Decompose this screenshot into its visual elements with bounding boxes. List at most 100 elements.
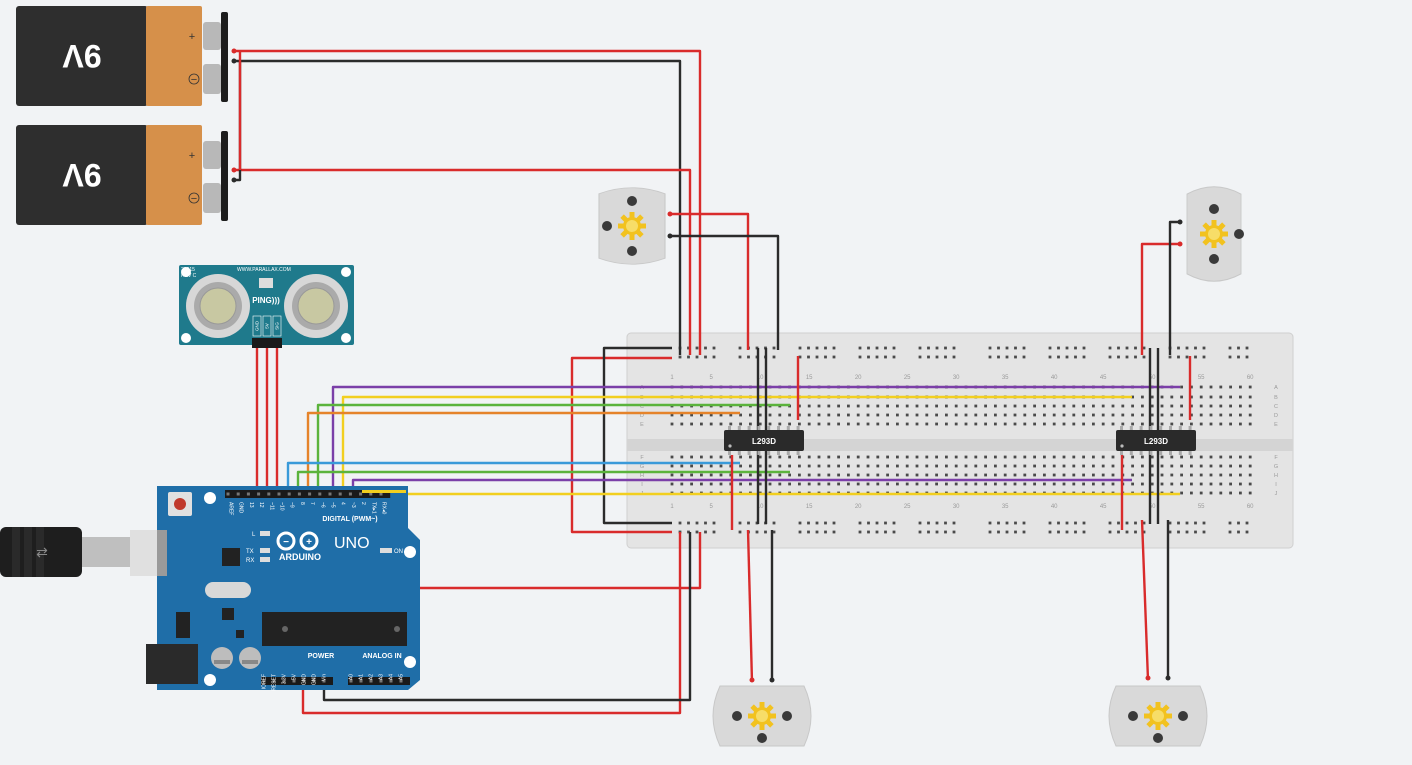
pin-label: ~3	[350, 502, 356, 508]
ultrasonic-sensor[interactable]: 28015 REV C WWW.PARALLAX.COM PING))) GND…	[179, 265, 354, 348]
dc-motor-4[interactable]	[1108, 685, 1208, 747]
pin-label: 8	[299, 502, 305, 505]
column-number: 10	[757, 375, 764, 381]
pin-label: A2	[369, 674, 375, 680]
pin-label: 7	[309, 502, 315, 505]
column-number: 30	[953, 375, 960, 381]
pin-label: 12	[258, 502, 264, 508]
dc-motor-1[interactable]	[598, 187, 666, 265]
on-label: ON	[394, 549, 403, 555]
pin-label: TX▸1	[370, 502, 376, 514]
row-letter: H	[1274, 473, 1278, 479]
dc-motor-3[interactable]	[712, 685, 812, 747]
row-letter: I	[641, 482, 643, 488]
column-number: 15	[806, 504, 813, 510]
wire-motor2-red[interactable]	[746, 529, 754, 683]
pin-label: AREF	[228, 502, 234, 515]
battery-9v-2[interactable]: 9V + −	[16, 125, 228, 225]
wire-arduino-gnd[interactable]	[322, 532, 692, 702]
gear-icon	[618, 212, 646, 240]
row-letter: I	[1275, 482, 1277, 488]
wire-rail-red-loop[interactable]	[570, 356, 672, 534]
column-number: 20	[855, 375, 862, 381]
wire-orange-top[interactable]	[306, 411, 740, 495]
pin-label: Vin	[322, 674, 328, 681]
column-number: 30	[953, 504, 960, 510]
usb-icon: ⇄	[36, 544, 48, 560]
pin-label: A1	[359, 674, 365, 680]
wire-battery2-positive[interactable]	[232, 168, 692, 355]
column-number: 35	[1002, 375, 1009, 381]
wire-purple-top[interactable]	[331, 385, 1180, 495]
row-letter: E	[1274, 422, 1278, 428]
row-letter: J	[1275, 491, 1278, 497]
row-letter: D	[1274, 413, 1278, 419]
row-letter: C	[640, 404, 644, 410]
analog-label: ANALOG IN	[362, 653, 401, 660]
battery-terminals	[231, 48, 237, 183]
column-number: 5	[710, 375, 714, 381]
row-letter: F	[640, 455, 644, 461]
pin-label: ~10	[279, 502, 285, 511]
pin-label: RESET	[272, 674, 278, 691]
wire-motor3-black[interactable]	[1168, 220, 1180, 355]
column-number: 60	[1247, 375, 1254, 381]
column-number: 40	[1051, 375, 1058, 381]
battery-minus-label: −	[191, 74, 197, 86]
pin-label: 3.3V	[282, 673, 288, 684]
pin-label: ~6	[319, 502, 325, 508]
wire-rail-black-loop[interactable]	[602, 346, 672, 525]
wire-battery1-positive[interactable]	[232, 49, 702, 355]
battery-9v-1[interactable]: 9V + −	[16, 6, 228, 106]
battery-minus-label: −	[191, 193, 197, 205]
column-number: 25	[904, 504, 911, 510]
pin-label: GND	[312, 674, 318, 686]
chip-label: L293D	[752, 437, 776, 446]
wire-yellow-bottom[interactable]	[361, 492, 1180, 496]
wire-battery1-negative[interactable]	[232, 59, 682, 355]
dc-motor-2[interactable]	[1186, 186, 1244, 282]
arduino-model: UNO	[334, 535, 370, 552]
battery-label: 9V	[62, 157, 102, 193]
sensor-model: 28015	[181, 267, 195, 273]
pin-label: ~11	[268, 502, 274, 510]
chip-label: L293D	[1144, 437, 1168, 446]
wire-green-top[interactable]	[316, 403, 790, 495]
pin-label: A4	[389, 674, 395, 680]
motor-terminals	[667, 211, 1183, 683]
sensor-pin-label: 5V	[265, 323, 270, 329]
sensor-pin-label: SIG	[275, 322, 280, 330]
arduino-logo-icon	[276, 531, 319, 551]
wire-motor1-black[interactable]	[670, 234, 780, 350]
chip-l293d-2[interactable]: L293D	[1116, 426, 1196, 455]
wire-motor1-red[interactable]	[670, 212, 750, 350]
column-number: 50	[1149, 504, 1156, 510]
row-letter: E	[640, 422, 644, 428]
pin-label: 13	[248, 502, 254, 508]
wire-motor3-red[interactable]	[1140, 242, 1180, 355]
wire-motor4-red[interactable]	[1140, 519, 1150, 681]
gear-icon	[748, 702, 776, 730]
column-number: 55	[1198, 375, 1205, 381]
row-letter: G	[1274, 464, 1278, 470]
row-letter: A	[1274, 385, 1278, 391]
column-number: 40	[1051, 504, 1058, 510]
row-letter: D	[640, 413, 644, 419]
wire-blue-bottom[interactable]	[286, 461, 740, 495]
usb-cable: ⇄	[0, 527, 162, 577]
column-number: 55	[1198, 504, 1205, 510]
wire-arduino-vin[interactable]	[301, 532, 682, 715]
battery-label: 9V	[62, 38, 102, 74]
pin-label: RX◂0	[381, 502, 387, 514]
row-letter: B	[1274, 395, 1278, 401]
pin-label: 4	[340, 502, 346, 505]
column-number: 1	[670, 504, 674, 510]
power-label: POWER	[308, 653, 334, 660]
chip-l293d-1[interactable]: L293D	[724, 426, 804, 455]
pin-label: IOREF	[262, 674, 268, 689]
arduino-brand: ARDUINO	[279, 552, 321, 562]
